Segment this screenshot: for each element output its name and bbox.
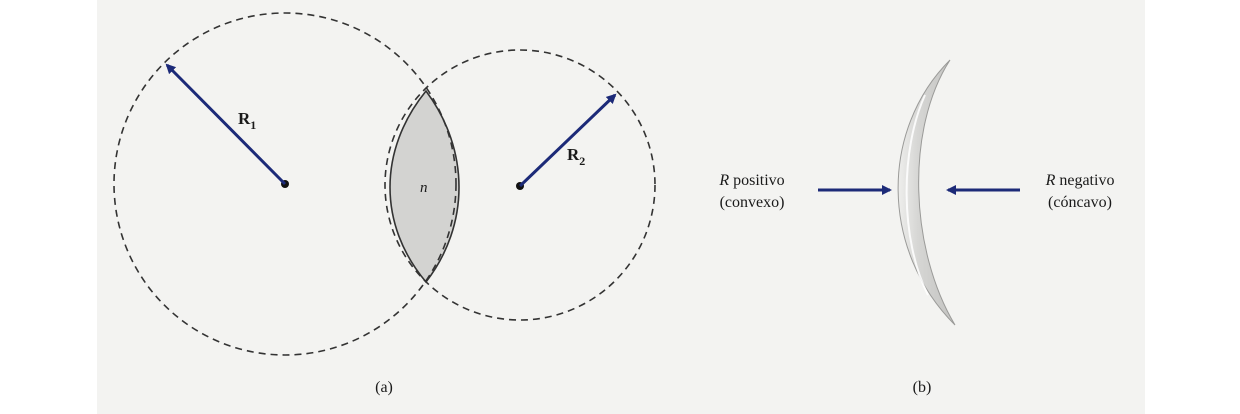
radius-2-arrow	[518, 93, 617, 188]
radius-1-arrow	[165, 63, 287, 186]
caption-a: (a)	[375, 379, 393, 396]
figure-background	[97, 0, 1145, 414]
meniscus-highlight	[905, 94, 929, 296]
negative-radius-label: R negativo	[1045, 172, 1115, 189]
radius-2-label: R2	[567, 145, 585, 168]
radius-1-label: R1	[238, 109, 256, 132]
meniscus-surface	[897, 59, 956, 326]
concave-label: (cóncavo)	[1048, 194, 1112, 211]
refractive-index-label: n	[420, 180, 428, 196]
sphere-1-outline	[113, 12, 457, 356]
positive-radius-label: R positivo	[718, 172, 784, 189]
convex-label: (convexo)	[720, 194, 785, 211]
caption-b: (b)	[913, 379, 932, 396]
sphere-2-outline	[384, 49, 656, 321]
